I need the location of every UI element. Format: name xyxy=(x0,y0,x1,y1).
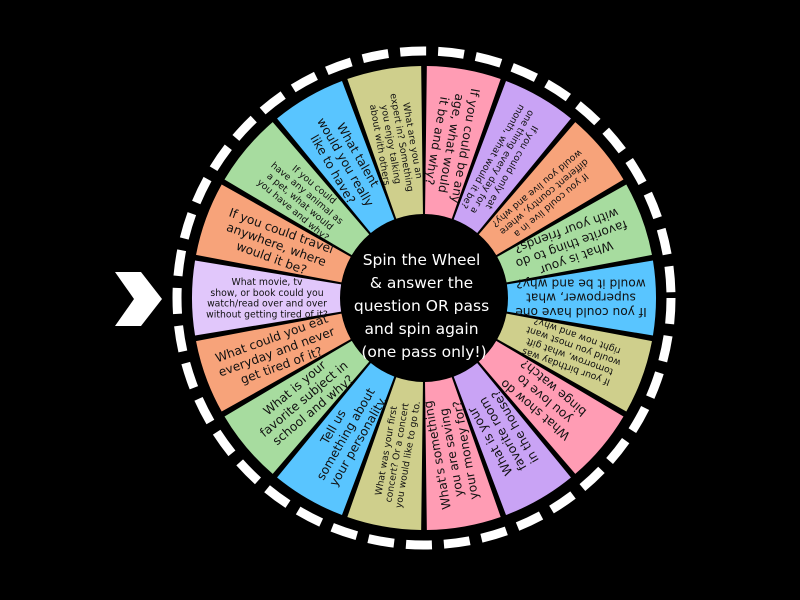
wheel-segment-10[interactable] xyxy=(506,260,656,336)
wheel-segment-1-line-2: show, or book could you xyxy=(210,288,323,299)
wheel-segment-8[interactable] xyxy=(478,122,624,256)
wheel-segment-14[interactable] xyxy=(425,377,501,530)
wheel-segment-1-line-4: without getting tired of it? xyxy=(206,310,328,321)
hub-prompt-line-1: Spin the Wheel xyxy=(363,251,481,269)
hub-prompt-line-5: (one pass only!) xyxy=(361,343,486,361)
wheel-hub[interactable]: Spin the Wheel & answer the question OR … xyxy=(344,218,504,378)
wheel-segment-5[interactable] xyxy=(347,66,423,219)
wheel-segment-10-line-3: would it be and why? xyxy=(516,276,645,290)
wheel-segment-18[interactable] xyxy=(196,313,351,412)
wheel-segment-16[interactable] xyxy=(277,363,395,516)
wheel-rim-dashes xyxy=(172,46,676,550)
wheel-segment-6[interactable] xyxy=(425,66,501,219)
wheel-segment-13[interactable] xyxy=(453,363,571,516)
wheel-segment-4[interactable] xyxy=(277,80,395,233)
wheel-segment-10-text: If you could have onesuperpower, whatwou… xyxy=(515,276,646,319)
wheel-segment-3[interactable] xyxy=(224,122,370,256)
wheel-segment-12[interactable] xyxy=(478,340,624,474)
hub-prompt-line-4: and spin again xyxy=(365,320,479,338)
wheel-segment-1-line-3: watch/read over and over xyxy=(207,299,327,310)
wheel-segment-11[interactable] xyxy=(497,313,652,412)
wheel-segment-10-line-1: If you could have one xyxy=(515,305,646,319)
wheel-segment-2[interactable] xyxy=(196,184,351,283)
wheel-segment-10-line-2: superpower, what xyxy=(526,291,636,305)
wheel-segment-1-line-1: What movie, tv xyxy=(232,277,303,288)
hub-prompt: Spin the Wheel & answer the question OR … xyxy=(354,251,494,361)
hub-prompt-line-3: question OR pass xyxy=(354,297,489,315)
chevron-right-icon xyxy=(115,272,162,326)
wheel-segment-9[interactable] xyxy=(497,184,652,283)
wheel-segment-7[interactable] xyxy=(453,80,571,233)
hub-prompt-line-2: & answer the xyxy=(370,274,473,292)
wheel-segment-15[interactable] xyxy=(347,377,423,530)
wheel-segment-17[interactable] xyxy=(224,340,370,474)
wheel-segment-3-text: If you couldhave any animal asa pet, wha… xyxy=(254,152,352,244)
wheel-segment-1[interactable] xyxy=(191,260,342,336)
